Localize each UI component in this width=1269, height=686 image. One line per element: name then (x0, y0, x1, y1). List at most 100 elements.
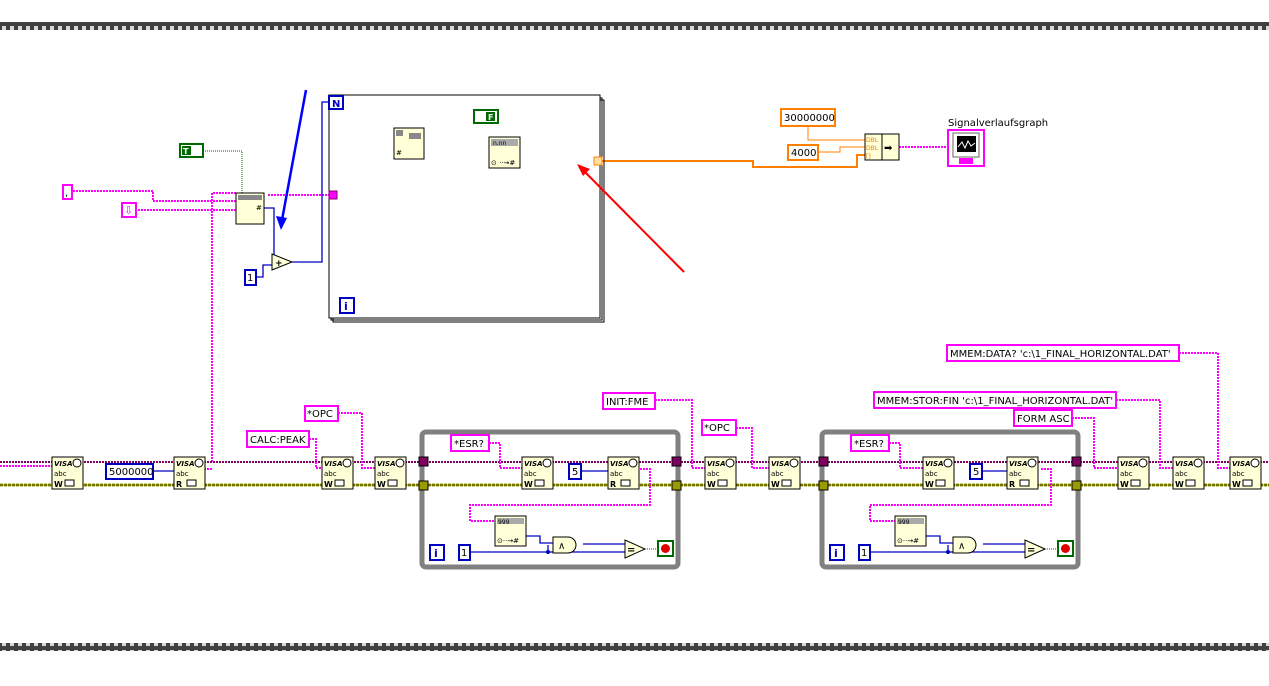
timeout-constant[interactable]: 5000000 (105, 463, 154, 480)
visa-write-node[interactable]: VISA abc W (1172, 456, 1205, 490)
svg-text:#: # (256, 204, 262, 212)
svg-text:W: W (707, 480, 716, 489)
opc-constant-2[interactable]: *OPC (701, 419, 737, 436)
svg-text:999: 999 (898, 519, 910, 526)
svg-text:abc: abc (925, 470, 938, 478)
fract-exp-string-to-number-node[interactable]: n.nn ⊙ ··→# (488, 136, 521, 169)
sequence-frame-bottom (0, 643, 1269, 651)
clock-icon (395, 458, 405, 468)
resource-tunnel-out (1071, 456, 1082, 467)
mask-constant[interactable]: 1 (858, 544, 871, 561)
svg-text:*ESR?: *ESR? (454, 439, 484, 450)
double-constant-30000000[interactable]: 30000000 (780, 108, 836, 127)
bundle-node[interactable]: DBL DBL [] ➡ (864, 133, 900, 161)
svg-text:30000000: 30000000 (784, 113, 835, 124)
loop-iteration-terminal: i (829, 544, 845, 561)
svg-text:n.nn: n.nn (493, 140, 507, 147)
svg-text:W: W (54, 480, 63, 489)
waveform-icon (957, 139, 976, 150)
and-node[interactable]: ∧ (952, 536, 977, 554)
visa-write-node[interactable]: VISA abc W (374, 456, 407, 490)
svg-text:W: W (377, 480, 386, 489)
svg-text:abc: abc (1175, 470, 1188, 478)
while-loop-contents: *ESR? 5 999⊙··→# ∧ = i 1 *ESR? 5 999⊙··→… (418, 434, 1082, 561)
svg-text:*ESR?: *ESR? (854, 439, 884, 450)
visa-write-node[interactable]: VISA abc W (521, 456, 554, 490)
comma-constant[interactable]: , (62, 184, 73, 200)
visa-write-node[interactable]: VISA abc W (321, 456, 354, 490)
output-tunnel[interactable] (593, 156, 603, 166)
error-tunnel-in (818, 480, 829, 491)
while-loop[interactable] (819, 429, 1081, 570)
stop-condition-terminal[interactable] (1057, 540, 1074, 557)
string-subset-node[interactable]: # (393, 127, 425, 160)
for-loop[interactable] (328, 94, 605, 323)
down-arrow-constant[interactable]: ⇩ (121, 202, 137, 218)
svg-text:∧: ∧ (958, 541, 965, 552)
visa-write-node[interactable]: VISA abc W (922, 456, 955, 490)
visa-write-node[interactable]: VISA abc W (1117, 456, 1150, 490)
svg-text:VISA: VISA (524, 460, 542, 468)
visa-read-node[interactable]: VISA abc R (173, 456, 206, 490)
opc-constant-1[interactable]: *OPC (304, 405, 339, 422)
clock-icon (1138, 458, 1148, 468)
svg-text:W: W (925, 480, 934, 489)
visa-write-node[interactable]: VISA abc W (768, 456, 801, 490)
resource-tunnel-out (671, 456, 682, 467)
svg-text:T: T (183, 147, 189, 156)
visa-read-node[interactable]: VISA abc R (1006, 456, 1039, 490)
bool-false-constant[interactable]: F (473, 109, 499, 124)
svg-text:VISA: VISA (925, 460, 943, 468)
equal-node[interactable]: = (624, 539, 647, 559)
mask-constant[interactable]: 1 (458, 544, 471, 561)
svg-text:i: i (434, 547, 438, 560)
visa-write-node[interactable]: VISA abc W (1229, 456, 1262, 490)
svg-text:,: , (65, 188, 68, 199)
double-constant-4000[interactable]: 4000 (787, 144, 819, 161)
svg-text:W: W (524, 480, 533, 489)
svg-text:4000: 4000 (791, 148, 816, 159)
loop-count-terminal[interactable]: N (328, 95, 344, 110)
form-asc-constant[interactable]: FORM ASC (1013, 409, 1073, 427)
svg-text:5000000: 5000000 (109, 467, 154, 478)
svg-text:R: R (610, 480, 616, 489)
byte-count-constant[interactable]: 5 (568, 463, 582, 480)
and-node[interactable]: ∧ (552, 536, 577, 554)
add-node[interactable]: + (271, 253, 294, 271)
calc-peak-constant[interactable]: CALC:PEAK (246, 430, 310, 448)
svg-text:VISA: VISA (377, 460, 395, 468)
decimal-string-to-number-node[interactable]: 999⊙··→# (494, 515, 527, 547)
stop-condition-terminal[interactable] (657, 540, 674, 557)
svg-text:R: R (176, 480, 182, 489)
visa-write-node[interactable]: VISA abc W (704, 456, 737, 490)
increment-constant[interactable]: 1 (244, 269, 257, 286)
svg-text:abc: abc (324, 470, 337, 478)
loop-0-contents: *ESR? 5 999⊙··→# ∧ = i 1 (418, 434, 682, 561)
string-input-tunnel[interactable] (328, 190, 338, 200)
while-loop[interactable] (419, 429, 681, 570)
bool-true-constant[interactable]: T (179, 143, 204, 158)
decimal-string-to-number-node[interactable]: 999⊙··→# (894, 515, 927, 547)
visa-nodes: VISA abc W VISA abc R VISA abc W VISA ab… (51, 456, 1262, 490)
svg-text:VISA: VISA (771, 460, 789, 468)
svg-text:N: N (332, 99, 340, 110)
svg-text:VISA: VISA (324, 460, 342, 468)
svg-text:MMEM:STOR:FIN 'c:\1_FINAL_HORI: MMEM:STOR:FIN 'c:\1_FINAL_HORIZONTAL.DAT… (877, 396, 1113, 407)
svg-text:5: 5 (973, 467, 979, 478)
init-fme-constant[interactable]: INIT:FME (602, 392, 656, 410)
clock-icon (789, 458, 799, 468)
esr-query-constant[interactable]: *ESR? (850, 434, 890, 452)
svg-text:⊙ ··→#: ⊙ ··→# (491, 159, 515, 167)
byte-count-constant[interactable]: 5 (969, 463, 983, 480)
mmem-data-constant[interactable]: MMEM:DATA? 'c:\1_FINAL_HORIZONTAL.DAT' (946, 344, 1180, 362)
svg-text:abc: abc (377, 470, 390, 478)
visa-write-node[interactable]: VISA abc W (51, 456, 84, 490)
esr-query-constant[interactable]: *ESR? (450, 434, 490, 452)
visa-read-node[interactable]: VISA abc R (607, 456, 640, 490)
svg-text:abc: abc (1232, 470, 1245, 478)
svg-text:VISA: VISA (1009, 460, 1027, 468)
mmem-stor-constant[interactable]: MMEM:STOR:FIN 'c:\1_FINAL_HORIZONTAL.DAT… (873, 391, 1117, 409)
equal-node[interactable]: = (1024, 539, 1047, 559)
select-menu-node[interactable]: # (235, 192, 265, 225)
waveform-graph-terminal[interactable] (947, 129, 985, 167)
